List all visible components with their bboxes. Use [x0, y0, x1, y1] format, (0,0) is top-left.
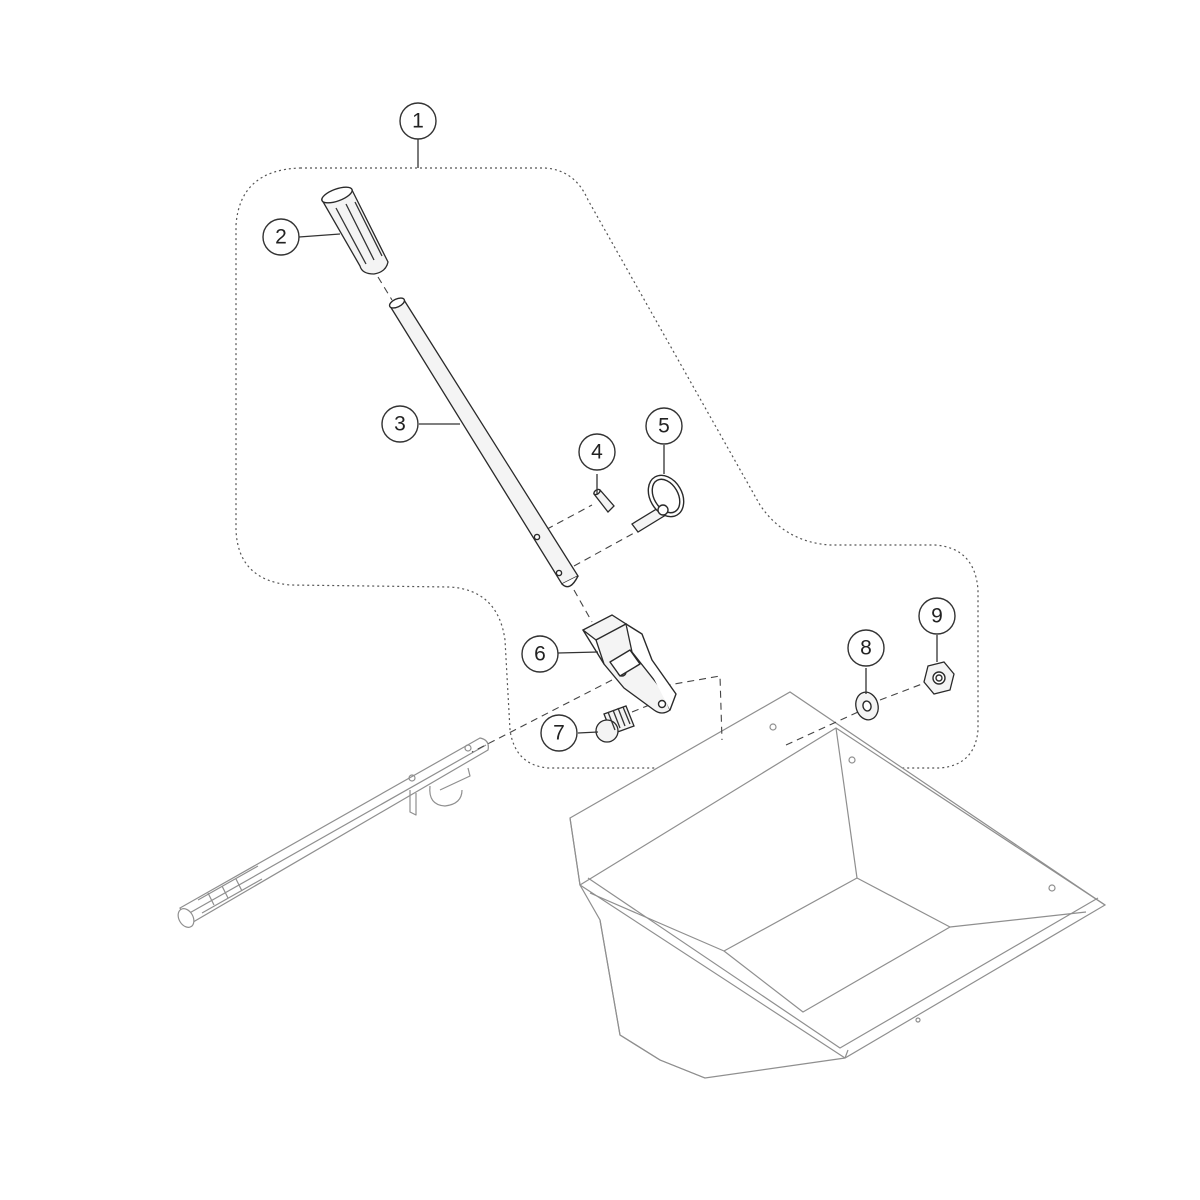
leader-lines — [298, 139, 938, 734]
callout-6-label: 6 — [534, 643, 546, 666]
assembly-boundary — [235, 167, 979, 769]
washer — [855, 691, 879, 721]
callout-4: 4 — [578, 433, 616, 471]
callout-8: 8 — [847, 629, 885, 667]
pin — [593, 488, 615, 513]
callout-7: 7 — [540, 714, 578, 752]
callout-2: 2 — [262, 218, 300, 256]
callout-3: 3 — [381, 405, 419, 443]
handle-bracket — [581, 614, 677, 714]
callout-9-label: 9 — [931, 605, 943, 628]
callout-5: 5 — [645, 407, 683, 445]
callout-1-label: 1 — [412, 110, 424, 133]
callout-3-label: 3 — [394, 413, 406, 436]
callout-6: 6 — [521, 635, 559, 673]
handle-tube — [388, 297, 579, 588]
callout-8-label: 8 — [860, 637, 872, 660]
callout-2-label: 2 — [275, 226, 287, 249]
ring-pin — [631, 474, 685, 533]
assembled-handle-ghost — [177, 737, 489, 928]
callout-4-label: 4 — [591, 441, 603, 464]
handle-grip — [321, 186, 389, 275]
callout-5-label: 5 — [658, 415, 670, 438]
callout-7-label: 7 — [553, 722, 565, 745]
callout-9: 9 — [918, 597, 956, 635]
hopper-ghost — [569, 691, 1107, 1079]
lock-nut — [923, 661, 955, 695]
callout-1: 1 — [399, 102, 437, 140]
bolt — [595, 705, 635, 743]
